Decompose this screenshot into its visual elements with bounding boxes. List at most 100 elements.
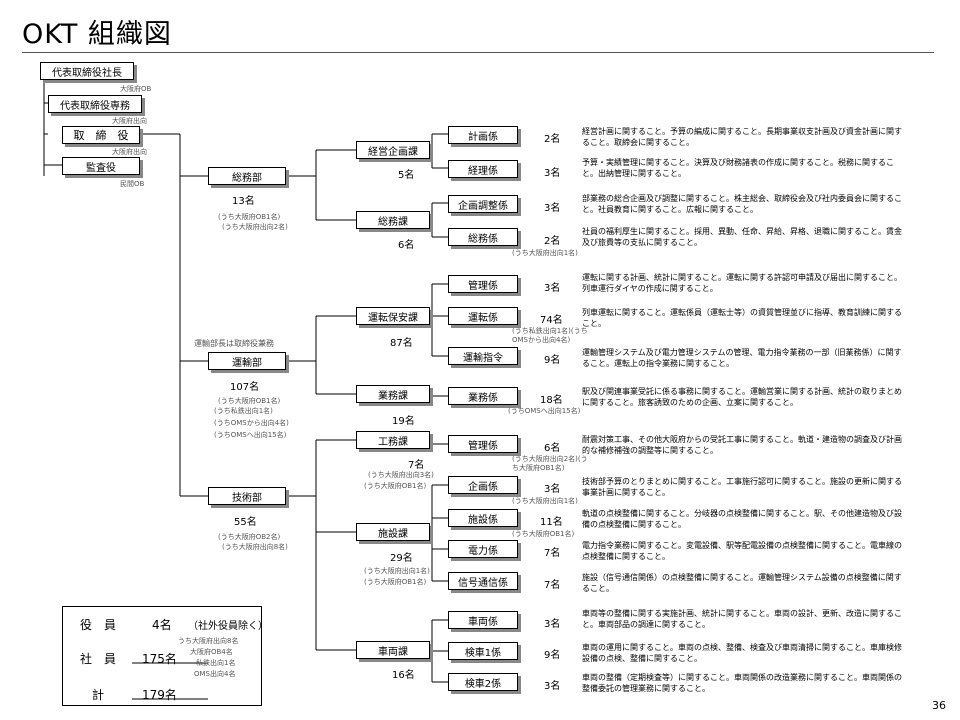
business-section-box[interactable]: 業務課 xyxy=(356,385,430,403)
operations-dept-note-3: (うちOMSから出向4名) xyxy=(214,419,289,427)
unit-box[interactable]: 施設係 xyxy=(448,509,518,527)
unit-note: (うち大阪府出向1名) xyxy=(512,249,578,257)
operations-dept-box[interactable]: 運輸部 xyxy=(208,352,286,370)
safety-section-box[interactable]: 運転保安課 xyxy=(356,307,430,325)
unit-description: 車両の整備（定期検査等）に関すること。車両関係の改造業務に関すること。車両関係の… xyxy=(582,673,902,693)
unit-description: 施設（信号通信関係）の点検整備に関すること。運輸管理システム設備の点検整備に関す… xyxy=(582,573,902,593)
unit-description: 耐震対策工事、その他大阪府からの受託工事に関すること。軌道・建造物の調査及び計画… xyxy=(582,435,902,455)
unit-box[interactable]: 管理係 xyxy=(448,275,518,293)
facilities-section-box[interactable]: 施設課 xyxy=(356,523,430,541)
unit-description: 経営計画に関すること。予算の編成に関すること。長期事業収支計画及び資金計画に関す… xyxy=(582,127,902,147)
unit-description: 運輸管理システム及び電力管理システムの管理、電力指令業務の一部（旧業務係）に関す… xyxy=(582,348,902,368)
technical-dept-note-1: (うち大阪府OB2名) xyxy=(218,533,281,541)
unit-count: 3名 xyxy=(544,283,561,294)
president-box[interactable]: 代表取締役社長 xyxy=(40,62,134,80)
unit-box[interactable]: 企画係 xyxy=(448,476,518,494)
works-section-note-2: (うち大阪府OB1名) xyxy=(364,482,427,490)
unit-box[interactable]: 電力係 xyxy=(448,540,518,558)
unit-description: 社員の福利厚生に関すること。採用、異動、任命、昇給、昇格、退職に関すること。賃金… xyxy=(582,227,902,247)
unit-note: (うち大阪府出向2名)(うち大阪府OB1名) xyxy=(512,455,588,472)
unit-box[interactable]: 企画調整係 xyxy=(448,195,518,213)
vehicles-section-box[interactable]: 車両課 xyxy=(356,641,430,659)
facilities-section-note-2: (うち大阪府OB1名) xyxy=(364,578,427,586)
unit-description: 技術部予算のとりまとめに関すること。工事施行認可に関すること。施設の更新に関する… xyxy=(582,477,902,497)
unit-description: 電力指令業務に関すること。変電設備、駅等配電設備の点検整備に関すること。電車線の… xyxy=(582,541,902,561)
page-number: 36 xyxy=(932,699,946,712)
works-section-note-1: (うち大阪府出向3名) xyxy=(368,471,434,479)
unit-count: 18名 xyxy=(540,395,563,406)
unit-box[interactable]: 計画係 xyxy=(448,126,518,144)
unit-count: 3名 xyxy=(544,619,561,630)
unit-count: 3名 xyxy=(544,203,561,214)
unit-description: 運転に関する計画、統計に関すること。運転に関する許認可申請及び届出に関すること。… xyxy=(582,273,902,293)
unit-count: 7名 xyxy=(544,580,561,591)
operations-dept-count: 107名 xyxy=(230,382,260,393)
staff-label: 社 員 xyxy=(80,652,117,666)
unit-count: 2名 xyxy=(544,134,561,145)
exec-director-box[interactable]: 代表取締役専務 xyxy=(48,95,142,113)
auditor-box[interactable]: 監査役 xyxy=(62,157,140,175)
unit-description: 軌道の点検整備に関すること。分岐器の点検整備に関すること。駅、その他建造物及び設… xyxy=(582,509,902,529)
unit-description: 車両の運用に関すること。車両の点検、整備、検査及び車両清掃に関すること。車庫検修… xyxy=(582,643,902,663)
planning-section-count: 5名 xyxy=(398,170,415,181)
unit-box[interactable]: 運輸指令 xyxy=(448,347,518,365)
technical-dept-box[interactable]: 技術部 xyxy=(208,487,286,505)
business-section-count: 19名 xyxy=(392,416,415,427)
unit-count: 2名 xyxy=(544,236,561,247)
officers-note: （社外役員除く） xyxy=(188,621,268,632)
unit-description: 駅及び関連事業受託に係る事務に関すること。運輸営業に関する計画、統計の取りまとめ… xyxy=(582,387,902,407)
unit-box[interactable]: 管理係 xyxy=(448,435,518,453)
technical-dept-note-2: (うち大阪府出向8名) xyxy=(222,543,288,551)
staff-note-4: OMS出向4名 xyxy=(194,670,236,678)
headcount-summary xyxy=(62,606,262,706)
operations-dept-head-note: 運輸部長は取締役兼務 xyxy=(194,339,274,348)
unit-count: 3名 xyxy=(544,681,561,692)
unit-count: 9名 xyxy=(544,355,561,366)
unit-description: 列車運転に関すること。運転係員（運転士等）の資質管理並びに指導、教育訓練に関する… xyxy=(582,308,902,328)
unit-count: 11名 xyxy=(540,517,563,528)
director-note: 大阪府出向 xyxy=(112,148,147,156)
works-section-count: 7名 xyxy=(408,460,425,471)
exec-director-note: 大阪府出向 xyxy=(112,117,147,125)
director-box[interactable]: 取 締 役 xyxy=(62,126,140,144)
unit-description: 予算・実績管理に関すること。決算及び財務諸表の作成に関すること。税務に関すること… xyxy=(582,158,894,178)
unit-box[interactable]: 運転係 xyxy=(448,307,518,325)
auditor-note: 民間OB xyxy=(120,180,145,188)
page-title: OKT 組織図 xyxy=(22,19,172,50)
unit-box[interactable]: 検車1係 xyxy=(448,642,518,660)
unit-box[interactable]: 業務係 xyxy=(448,387,518,405)
unit-count: 74名 xyxy=(540,315,563,326)
works-section-box[interactable]: 工務課 xyxy=(356,431,430,449)
staff-note-1: うち大阪府出向8名 xyxy=(178,637,239,645)
president-note: 大阪府OB xyxy=(120,85,152,93)
unit-note: (うち大阪府出向1名) xyxy=(512,497,578,505)
unit-count: 3名 xyxy=(544,168,561,179)
general-dept-box[interactable]: 総務部 xyxy=(208,167,286,185)
operations-dept-note-2: (うち私鉄出向1名) xyxy=(214,407,273,415)
facilities-section-note-1: (うち大阪府出向1名) xyxy=(364,567,430,575)
total-label: 計 xyxy=(92,688,105,702)
facilities-section-count: 29名 xyxy=(390,553,413,564)
unit-box[interactable]: 信号通信係 xyxy=(448,572,518,590)
unit-description: 車両等の整備に関する実施計画、統計に関すること。車両の設計、更新、改造に関するこ… xyxy=(582,609,902,629)
title-rule xyxy=(22,52,934,53)
unit-box[interactable]: 総務係 xyxy=(448,228,518,246)
officers-count: 4名 xyxy=(152,618,172,632)
staff-note-2: 大阪府OB4名 xyxy=(190,648,233,656)
unit-box[interactable]: 経理係 xyxy=(448,160,518,178)
unit-description: 部業務の総合企画及び調整に関すること。株主総会、取締役会及び社内委員会に関するこ… xyxy=(582,194,902,214)
technical-dept-count: 55名 xyxy=(234,517,257,528)
unit-box[interactable]: 検車2係 xyxy=(448,673,518,691)
general-section-count: 6名 xyxy=(398,240,415,251)
unit-box[interactable]: 車両係 xyxy=(448,611,518,629)
general-dept-count: 13名 xyxy=(232,196,255,207)
general-section-box[interactable]: 総務課 xyxy=(356,211,430,229)
general-dept-note-1: (うち大阪府OB1名) xyxy=(218,213,281,221)
planning-section-box[interactable]: 経営企画課 xyxy=(356,141,430,159)
general-dept-note-2: (うち大阪府出向2名) xyxy=(222,223,288,231)
officers-label: 役 員 xyxy=(80,618,117,632)
unit-note: (うち大阪府OB1名) xyxy=(512,530,575,538)
unit-count: 6名 xyxy=(544,443,561,454)
operations-dept-note-1: (うち大阪府OB1名) xyxy=(218,397,281,405)
